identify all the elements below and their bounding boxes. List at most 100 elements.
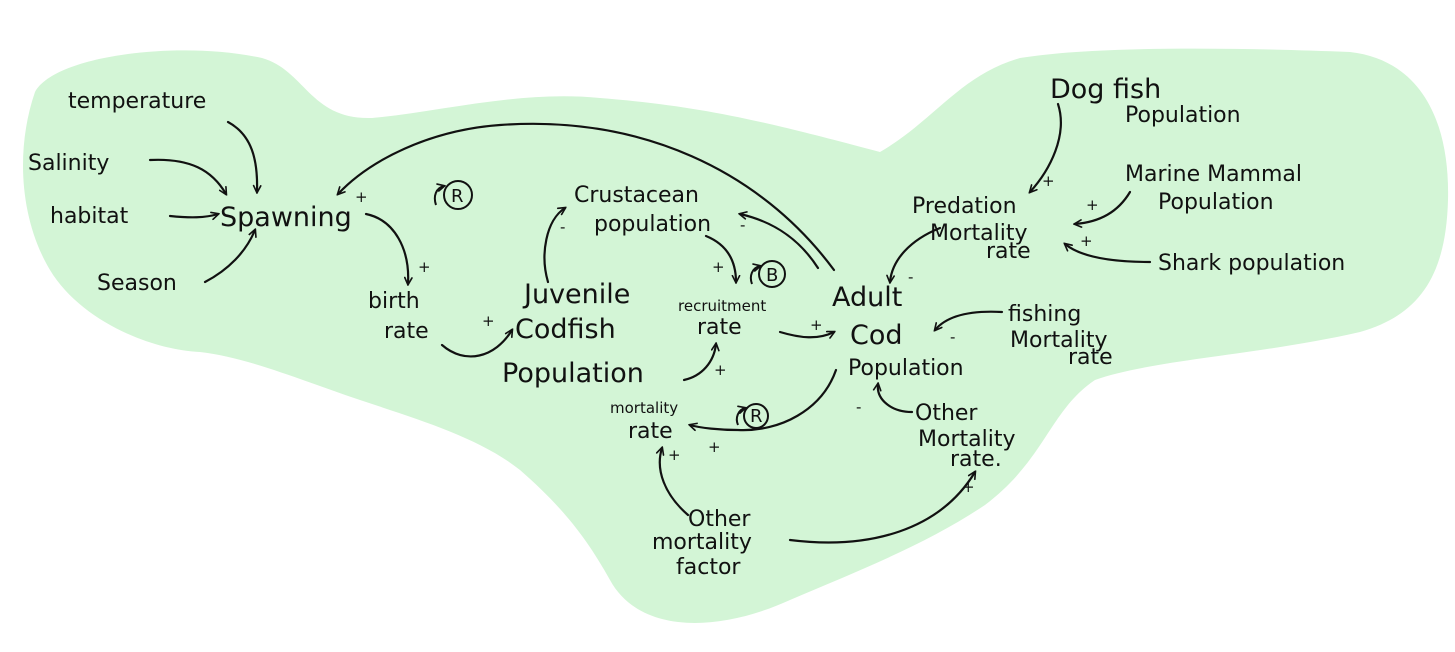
loop-marker-mortality: R <box>735 403 769 429</box>
node-label-line: mortality <box>610 399 678 417</box>
arrow-mammal-to-predation <box>1075 190 1132 224</box>
arrow-adult-to-crustacean <box>740 214 820 270</box>
node-label-line: rate. <box>950 447 1002 472</box>
node-season: Season <box>97 271 177 296</box>
node-juvenile-mortality-rate: mortality rate <box>610 399 678 444</box>
node-marine-mammal: Marine Mammal Population <box>1125 162 1302 215</box>
loop-marker-recruitment: B <box>749 260 786 288</box>
node-other-mortality-rate: Other Mortality rate. <box>915 401 1015 472</box>
arrow-other-mortality-to-adult <box>878 384 914 414</box>
loop-arrow-icon <box>433 186 444 206</box>
node-label-line: Other <box>915 401 978 426</box>
node-label-line: rate <box>628 419 673 444</box>
node-label-line: Marine Mammal <box>1125 162 1302 187</box>
arrow-adult-to-mortality <box>690 368 838 432</box>
sign-birth-to-juv: + <box>482 312 495 330</box>
node-label-line: Other <box>688 507 751 532</box>
sign-fishing-to-adult: - <box>950 328 955 346</box>
node-label-line: Dog fish <box>1050 74 1161 105</box>
node-label-line: temperature <box>68 89 206 114</box>
arrow-recruitment-to-adult <box>778 332 834 337</box>
sign-predation-to-adult: - <box>908 268 913 286</box>
node-label-line: rate <box>384 319 429 344</box>
node-predation-mortality: Predation Mortality rate <box>912 194 1031 264</box>
arrow-adult-to-spawning <box>338 122 836 272</box>
node-label-line: fishing <box>1008 302 1081 327</box>
node-temperature: temperature <box>68 89 206 114</box>
arrow-birth-rate-to-juvenile <box>440 330 512 358</box>
arrow-habitat-to-spawning <box>168 214 218 217</box>
sign-spawn-top: + <box>355 188 368 206</box>
node-spawning: Spawning <box>220 202 352 233</box>
node-label-line: Crustacean <box>574 183 699 208</box>
loop-label: B <box>766 265 778 286</box>
node-label-line: habitat <box>50 204 129 229</box>
node-label-line: factor <box>676 555 741 580</box>
node-recruitment-rate: recruitment rate <box>678 297 766 340</box>
node-label-line: Season <box>97 271 177 296</box>
node-dogfish: Dog fish Population <box>1050 74 1241 128</box>
sign-mammal-to-pred: + <box>1086 196 1099 214</box>
arrow-population-to-recruitment <box>682 344 716 382</box>
background-blob <box>22 48 1449 623</box>
node-label-line: Population <box>502 358 644 389</box>
sign-crust-to-recruit: + <box>712 258 725 276</box>
arrow-shark-to-predation <box>1065 244 1152 264</box>
arrow-predation-to-adult <box>890 226 942 282</box>
node-label-line: Adult <box>832 282 902 313</box>
arrow-factor-to-other-mortality <box>788 472 975 544</box>
arrow-salinity-to-spawning <box>148 158 226 194</box>
sign-other-to-adult: - <box>856 398 861 416</box>
sign-shark-to-pred: + <box>1080 232 1093 250</box>
node-label-line: birth <box>368 289 420 314</box>
node-label-line: Population <box>848 356 964 381</box>
node-juvenile-population: Population <box>502 358 644 389</box>
node-label-line: Spawning <box>220 202 352 233</box>
sign-spawn-to-birth: + <box>418 258 431 276</box>
node-label-line: Mortality <box>930 221 1027 246</box>
node-other-mortality-factor: Other mortality factor <box>652 507 752 580</box>
sign-pop-to-recruit: + <box>714 361 727 379</box>
node-label-line: rate <box>1068 345 1113 370</box>
loop-label: R <box>451 186 464 207</box>
node-label-line: Shark population <box>1158 251 1345 276</box>
node-label-line: Mortality <box>918 427 1015 452</box>
node-label-line: population <box>594 212 711 237</box>
node-label-line: Cod <box>850 320 903 351</box>
sign-factor-to-other: + <box>962 478 975 496</box>
node-crustacean: Crustacean population <box>574 183 711 237</box>
loop-arrow-icon <box>749 266 760 285</box>
node-salinity: Salinity <box>28 151 109 176</box>
loop-marker-spawning: R <box>433 180 473 210</box>
node-label-line: rate <box>697 315 742 340</box>
sign-adult-to-crust: - <box>740 216 745 234</box>
arrow-temperature-to-spawning <box>226 120 257 192</box>
node-fishing-mortality: fishing Mortality rate <box>1008 302 1113 370</box>
sign-adult-to-mort: + <box>708 438 721 456</box>
node-habitat: habitat <box>50 204 129 229</box>
node-adult-cod: Adult Cod Population <box>832 282 964 381</box>
arrow-crustacean-to-recruitment <box>704 234 736 282</box>
arrow-factor-to-mortality <box>660 448 690 517</box>
node-label-line: Predation <box>912 194 1017 219</box>
node-juvenile-codfish: Juvenile Codfish <box>515 279 630 345</box>
node-birth-rate: birth rate <box>368 289 429 344</box>
node-shark: Shark population <box>1158 251 1345 276</box>
node-label-line: Salinity <box>28 151 109 176</box>
arrow-season-to-spawning <box>203 230 255 284</box>
node-label-line: Mortality <box>1010 328 1107 353</box>
node-label-line: Population <box>1158 190 1274 215</box>
sign-dogfish-to-pred: + <box>1042 172 1055 190</box>
node-label-line: Juvenile <box>522 279 630 310</box>
loop-arrow-icon <box>735 408 745 426</box>
node-label-line: mortality <box>652 530 752 555</box>
arrow-juvenile-to-crustacean <box>543 208 565 284</box>
sign-juv-to-crust: - <box>560 218 565 236</box>
node-label-line: recruitment <box>678 297 766 315</box>
arrow-spawning-to-birth-rate <box>364 212 408 284</box>
node-label-line: rate <box>986 239 1031 264</box>
node-label-line: Codfish <box>515 314 616 345</box>
arrow-dogfish-to-predation <box>1030 102 1062 192</box>
arrow-fishing-to-adult <box>935 310 1004 330</box>
